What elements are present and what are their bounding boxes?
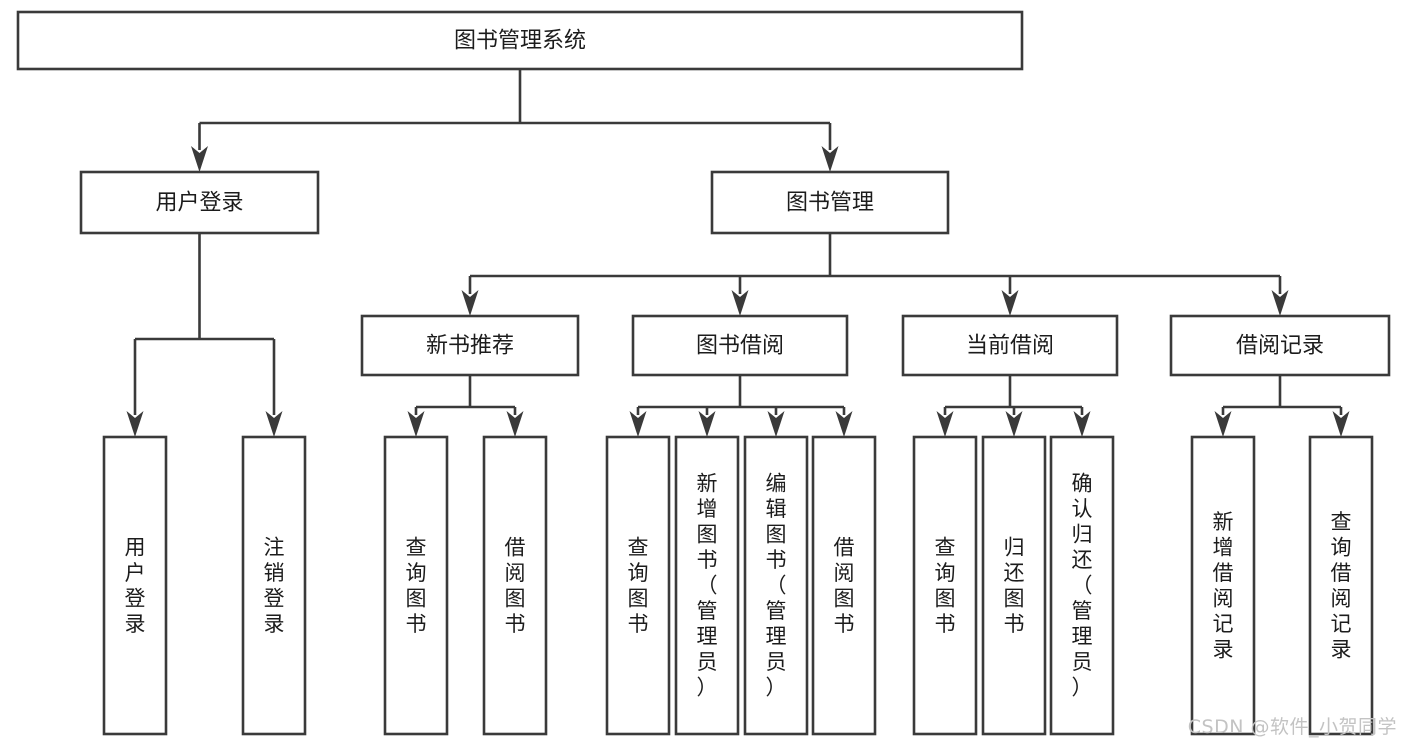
node-box (102, 435, 168, 736)
node-label: 当前借阅 (966, 334, 1054, 359)
node-leaf-query-book-borrow[interactable]: 查询图书 (605, 435, 671, 736)
node-label: 查询借阅记录 (1331, 510, 1352, 662)
node-box (241, 435, 307, 736)
node-box (1169, 314, 1391, 377)
node-root[interactable]: 图书管理系统 (16, 10, 1024, 71)
node-current-borrow[interactable]: 当前借阅 (901, 314, 1119, 377)
node-box (912, 435, 978, 736)
node-box (710, 170, 950, 235)
node-label: 借阅图书 (505, 535, 526, 636)
node-borrow-records[interactable]: 借阅记录 (1169, 314, 1391, 377)
node-user-login[interactable]: 用户登录 (79, 170, 320, 235)
node-book-borrow[interactable]: 图书借阅 (631, 314, 849, 377)
node-label: 查询图书 (935, 535, 956, 636)
node-new-book-recommend[interactable]: 新书推荐 (360, 314, 580, 377)
node-label: 查询图书 (628, 535, 649, 636)
node-leaf-edit-book[interactable]: 编辑图书（管理员） (743, 435, 809, 736)
node-leaf-borrow-book-recommend[interactable]: 借阅图书 (482, 435, 548, 736)
node-leaf-borrow-book[interactable]: 借阅图书 (811, 435, 877, 736)
node-box (981, 435, 1047, 736)
node-label: 用户登录 (155, 191, 243, 216)
connector-group-book-management (461, 233, 1289, 316)
node-box (383, 435, 449, 736)
node-box (482, 435, 548, 736)
connector-group-borrow-records (1214, 375, 1350, 437)
node-box (360, 314, 580, 377)
csdn-watermark: CSDN @软件_小贺同学 (1187, 716, 1397, 738)
node-box (901, 314, 1119, 377)
node-label: 归还图书 (1004, 535, 1025, 636)
node-label: 借阅记录 (1236, 334, 1324, 359)
connector-layer (126, 69, 1350, 437)
node-label: 借阅图书 (834, 535, 855, 636)
connector-group-new-book-recommend (407, 375, 524, 437)
node-label: 编辑图书（管理员） (766, 472, 787, 700)
node-box (16, 10, 1024, 71)
node-leaf-user-login[interactable]: 用户登录 (102, 435, 168, 736)
node-leaf-confirm-return[interactable]: 确认归还（管理员） (1049, 435, 1115, 736)
node-leaf-logout-login[interactable]: 注销登录 (241, 435, 307, 736)
node-box (811, 435, 877, 736)
connector-group-book-borrow (629, 375, 853, 437)
node-label: 图书管理 (786, 191, 874, 216)
node-box (631, 314, 849, 377)
node-leaf-return-book[interactable]: 归还图书 (981, 435, 1047, 736)
connector-group-user-login (126, 233, 283, 437)
node-leaf-add-book[interactable]: 新增图书（管理员） (674, 435, 740, 736)
node-label: 图书借阅 (696, 334, 784, 359)
node-label: 新书推荐 (426, 334, 514, 359)
connector-group-current-borrow (936, 375, 1091, 437)
node-label: 查询图书 (406, 535, 427, 636)
node-box (674, 435, 740, 736)
node-layer: 图书管理系统用户登录图书管理新书推荐图书借阅当前借阅借阅记录用户登录注销登录查询… (16, 10, 1391, 736)
node-box (1190, 435, 1256, 736)
node-box (743, 435, 809, 736)
node-leaf-query-book-recommend[interactable]: 查询图书 (383, 435, 449, 736)
node-book-management[interactable]: 图书管理 (710, 170, 950, 235)
node-box (1049, 435, 1115, 736)
node-leaf-query-book-current[interactable]: 查询图书 (912, 435, 978, 736)
node-box (605, 435, 671, 736)
node-leaf-add-borrow-record[interactable]: 新增借阅记录 (1190, 435, 1256, 736)
node-box (1308, 435, 1374, 736)
node-label: 图书管理系统 (454, 29, 586, 54)
node-label: 确认归还（管理员） (1072, 472, 1093, 700)
node-label: 新增借阅记录 (1213, 510, 1234, 662)
node-label: 用户登录 (125, 535, 146, 636)
node-box (79, 170, 320, 235)
node-leaf-query-borrow-record[interactable]: 查询借阅记录 (1308, 435, 1374, 736)
connector-group-root (191, 69, 839, 172)
node-label: 注销登录 (264, 535, 285, 636)
node-label: 新增图书（管理员） (697, 472, 718, 700)
